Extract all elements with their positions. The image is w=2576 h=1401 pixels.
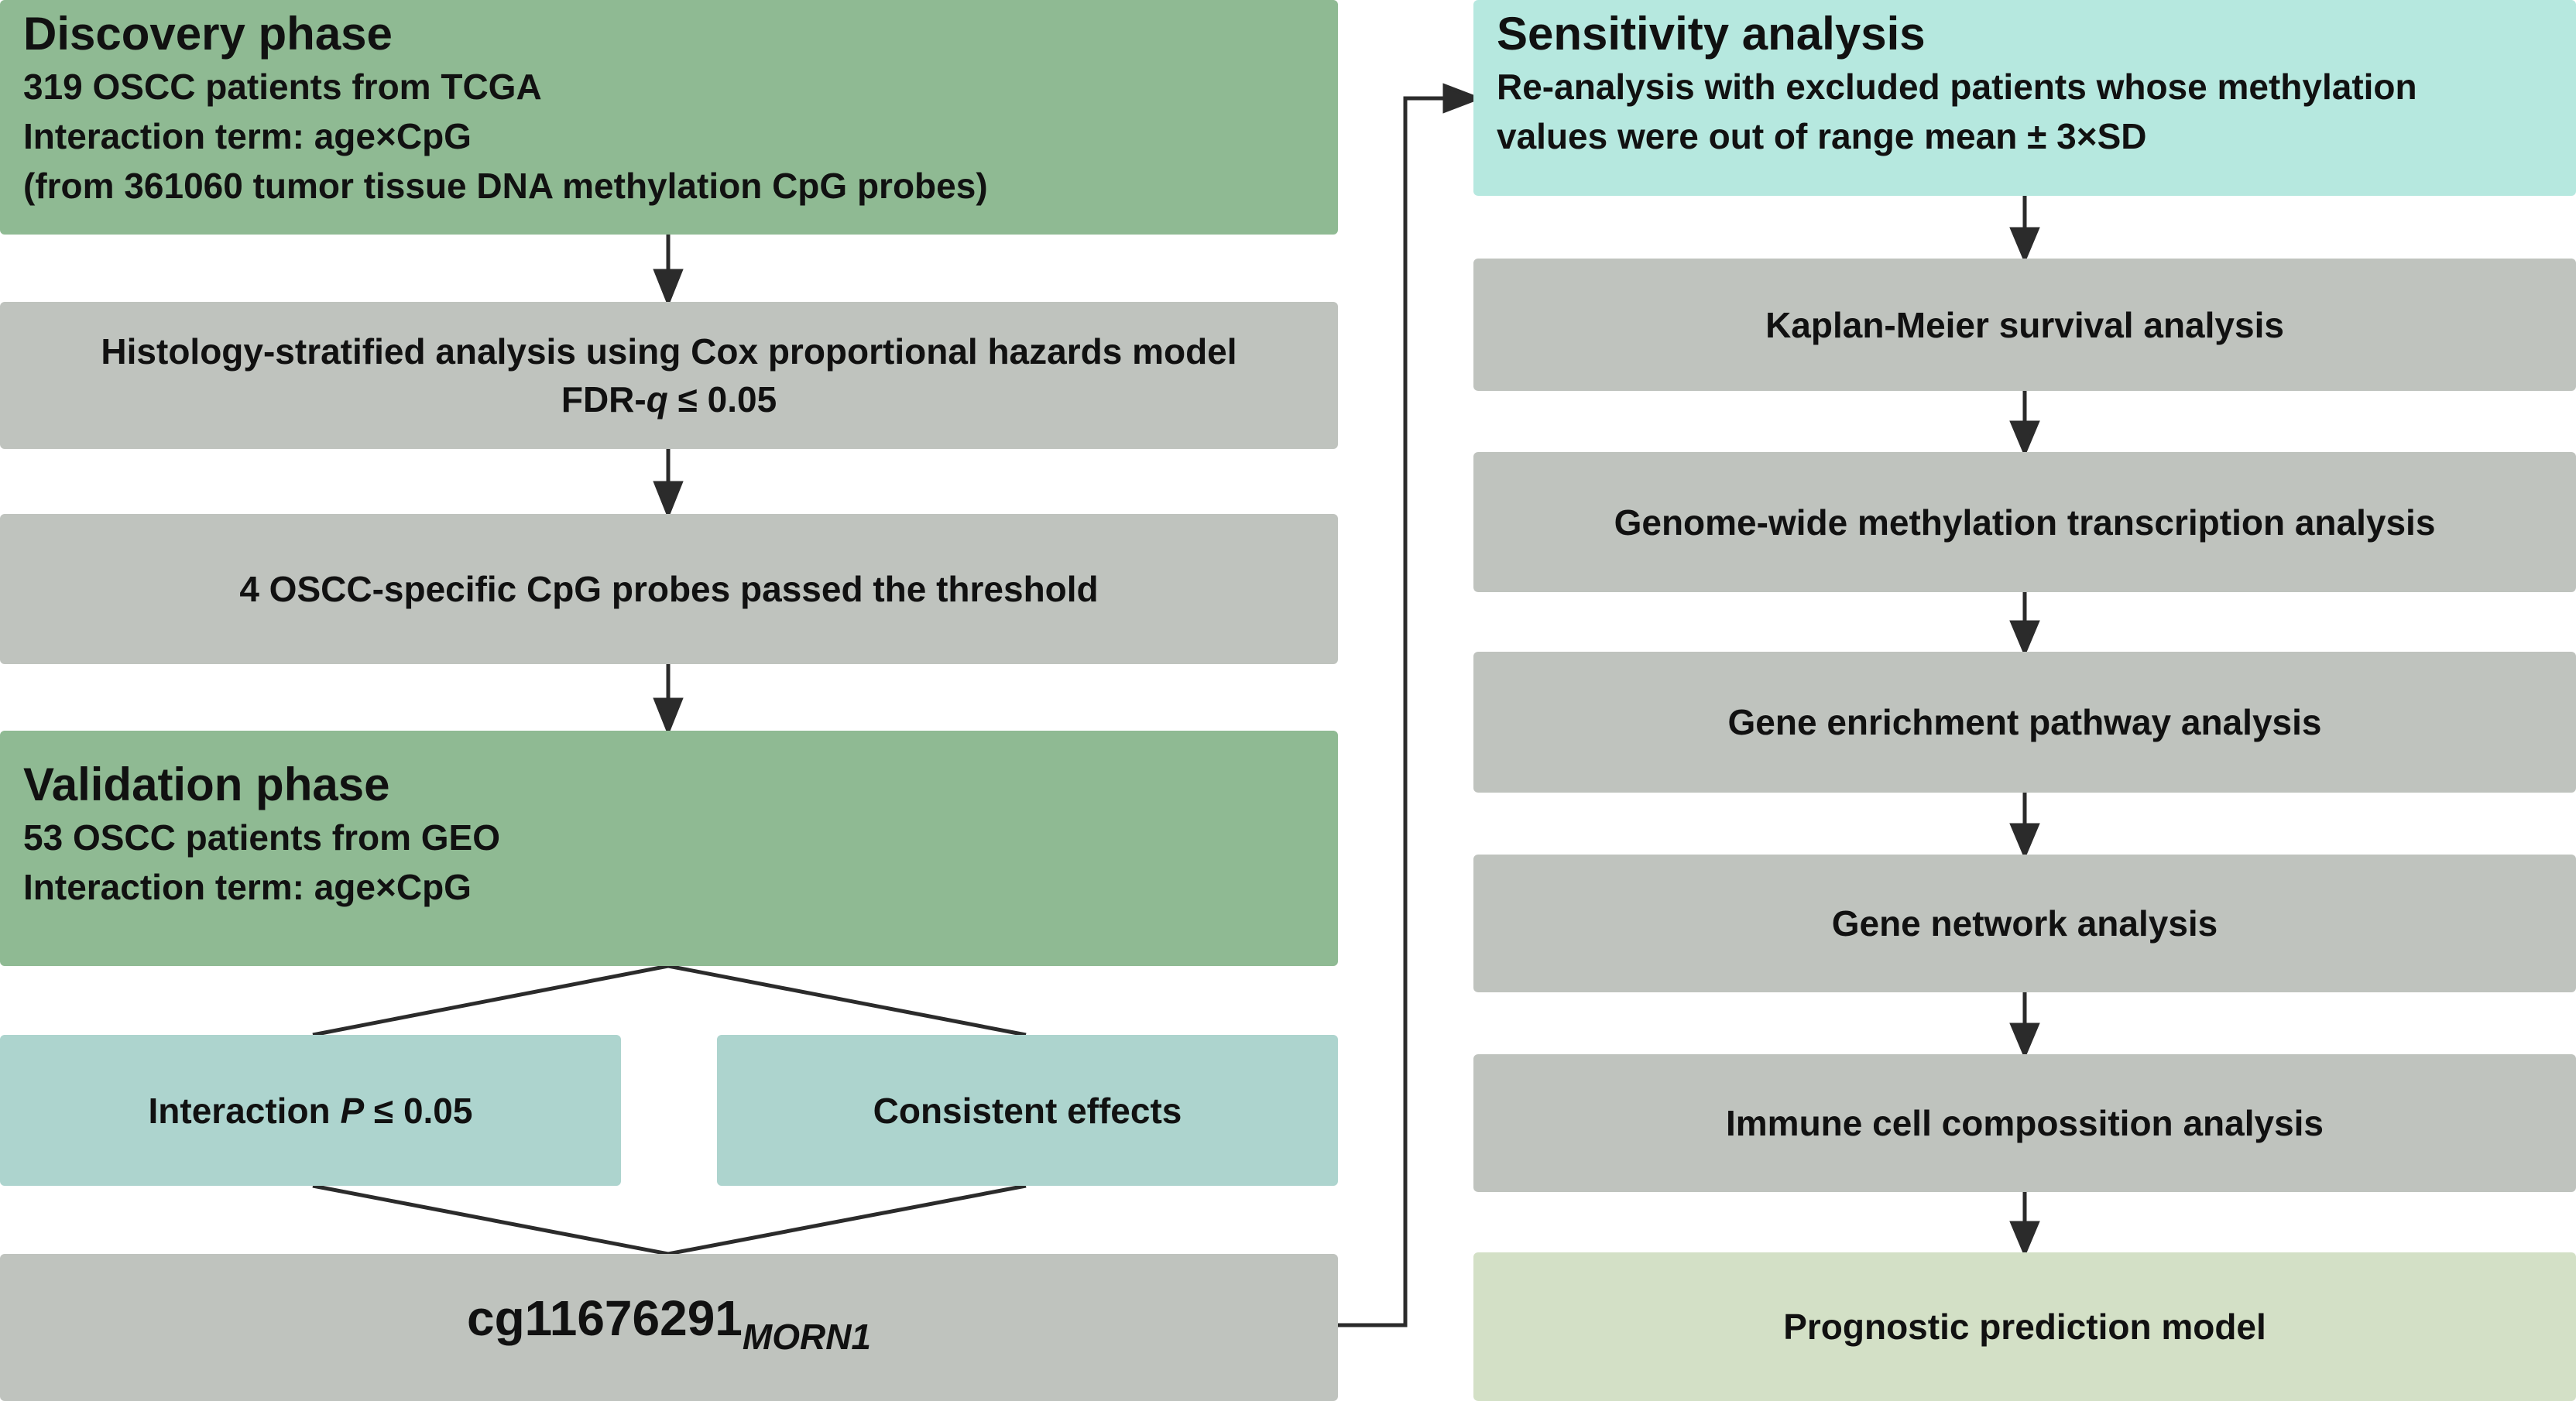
fdr-q: q xyxy=(646,379,668,420)
arrowhead-icon xyxy=(2009,420,2040,457)
step-genome-box: Genome-wide methylation transcription an… xyxy=(1473,452,2576,592)
probes-threshold-box: 4 OSCC-specific CpG probes passed the th… xyxy=(0,514,1338,664)
arrowhead-icon xyxy=(653,269,684,307)
validation-phase-box: Validation phase 53 OSCC patients from G… xyxy=(0,731,1338,966)
consistent-label: Consistent effects xyxy=(873,1090,1182,1131)
step-immune-box: Immune cell compossition analysis xyxy=(1473,1054,2576,1192)
discovery-title: Discovery phase xyxy=(23,8,393,60)
interaction-prefix: Interaction xyxy=(148,1090,341,1131)
gene-name: MORN1 xyxy=(742,1317,872,1357)
sensitivity-analysis-box: Sensitivity analysis Re-analysis with ex… xyxy=(1473,0,2576,196)
histology-fdr-line: FDR-q ≤ 0.05 xyxy=(561,375,777,423)
validation-title: Validation phase xyxy=(23,759,390,810)
result-probe-box: cg11676291MORN1 xyxy=(0,1254,1338,1401)
interaction-p: P xyxy=(340,1090,365,1131)
probe-id: cg11676291 xyxy=(466,1290,743,1346)
arrowhead-icon xyxy=(2009,1022,2040,1060)
elbow-connector xyxy=(1338,96,1448,1327)
discovery-line-1: 319 OSCC patients from TCGA xyxy=(23,67,542,107)
interaction-p-box: Interaction P ≤ 0.05 xyxy=(0,1035,621,1186)
arrowhead-icon xyxy=(2009,620,2040,657)
step-km-label: Kaplan-Meier survival analysis xyxy=(1765,304,2284,345)
step-genome-label: Genome-wide methylation transcription an… xyxy=(1614,502,2436,543)
histology-analysis-box: Histology-stratified analysis using Cox … xyxy=(0,302,1338,449)
prognostic-model-label: Prognostic prediction model xyxy=(1783,1307,2266,1347)
validation-line-2: Interaction term: age×CpG xyxy=(23,867,472,907)
sensitivity-line-1: Re-analysis with excluded patients whose… xyxy=(1497,67,2417,107)
arrowhead-icon xyxy=(1442,83,1484,114)
merge-lines xyxy=(312,1183,1027,1256)
step-enrichment-label: Gene enrichment pathway analysis xyxy=(1727,702,2322,742)
step-enrichment-box: Gene enrichment pathway analysis xyxy=(1473,652,2576,793)
fdr-prefix: FDR- xyxy=(561,379,647,420)
probes-label: 4 OSCC-specific CpG probes passed the th… xyxy=(239,569,1099,609)
consistent-effects-box: Consistent effects xyxy=(717,1035,1338,1186)
step-immune-label: Immune cell compossition analysis xyxy=(1725,1103,2324,1143)
interaction-p-label: Interaction P ≤ 0.05 xyxy=(149,1087,473,1135)
discovery-line-2: Interaction term: age×CpG xyxy=(23,116,472,156)
arrowhead-icon xyxy=(653,697,684,736)
validation-line-1: 53 OSCC patients from GEO xyxy=(23,817,501,858)
fdr-suffix: ≤ 0.05 xyxy=(667,379,777,420)
result-probe-label: cg11676291MORN1 xyxy=(467,1293,872,1361)
discovery-phase-box: Discovery phase 319 OSCC patients from T… xyxy=(0,0,1338,235)
arrowhead-icon xyxy=(2009,823,2040,860)
histology-line-1: Histology-stratified analysis using Cox … xyxy=(101,331,1237,372)
step-network-box: Gene network analysis xyxy=(1473,855,2576,992)
split-lines xyxy=(312,964,1027,1037)
sensitivity-line-2: values were out of range mean ± 3×SD xyxy=(1497,116,2147,156)
interaction-suffix: ≤ 0.05 xyxy=(364,1090,473,1131)
sensitivity-title: Sensitivity analysis xyxy=(1497,8,1926,60)
arrowhead-icon xyxy=(653,481,684,519)
step-km-box: Kaplan-Meier survival analysis xyxy=(1473,259,2576,391)
arrowhead-icon xyxy=(2009,227,2040,264)
discovery-line-3: (from 361060 tumor tissue DNA methylatio… xyxy=(23,166,988,206)
prognostic-model-box: Prognostic prediction model xyxy=(1473,1252,2576,1401)
step-network-label: Gene network analysis xyxy=(1831,903,2218,944)
arrowhead-icon xyxy=(2009,1221,2040,1258)
